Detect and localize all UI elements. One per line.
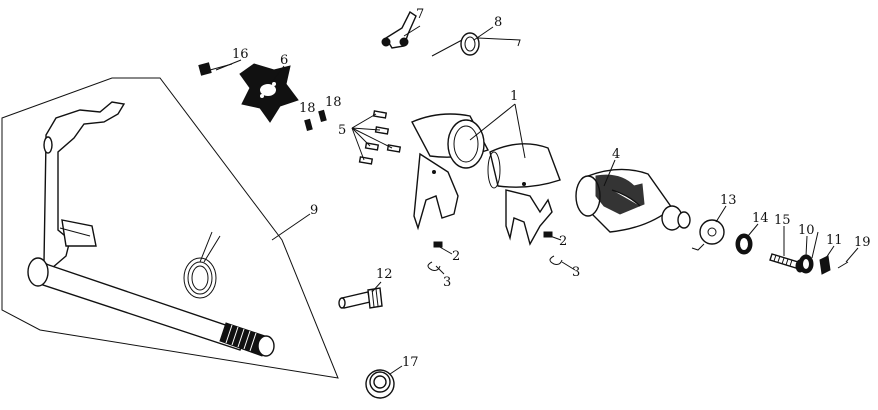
fork-pin xyxy=(433,241,443,248)
label-part-9: 9 xyxy=(310,203,318,218)
label-part-15: 15 xyxy=(774,213,791,228)
gear-shift-shaft xyxy=(27,101,275,357)
star-plate xyxy=(239,63,299,123)
label-part-4: 4 xyxy=(612,147,620,162)
label-part-2: 2 xyxy=(452,249,460,264)
neutral-switch xyxy=(819,255,831,275)
label-part-18: 18 xyxy=(325,95,342,110)
pin xyxy=(304,118,313,131)
label-part-3: 3 xyxy=(572,265,580,280)
label-part-3: 3 xyxy=(443,275,451,290)
stopper-arm xyxy=(381,10,417,49)
oil-seal xyxy=(365,369,395,399)
detent-spring xyxy=(798,231,819,274)
shift-drum xyxy=(575,168,691,233)
pivot-bolt xyxy=(338,287,383,309)
label-part-7: 7 xyxy=(416,7,424,22)
label-part-16: 16 xyxy=(232,47,249,62)
label-part-10: 10 xyxy=(798,223,815,238)
label-part-1: 1 xyxy=(510,89,518,104)
bolt xyxy=(198,62,233,76)
shift-fork-right xyxy=(487,143,561,246)
label-part-12: 12 xyxy=(376,267,393,282)
label-part-17: 17 xyxy=(402,355,419,370)
leader-lines xyxy=(215,25,859,375)
pin xyxy=(318,109,327,122)
label-part-6: 6 xyxy=(280,53,288,68)
fork-pin xyxy=(543,231,553,238)
label-part-2: 2 xyxy=(559,234,567,249)
label-part-18: 18 xyxy=(299,101,316,116)
clip xyxy=(427,261,441,271)
shift-fork-left xyxy=(411,113,489,231)
label-part-5: 5 xyxy=(338,123,346,138)
return-spring xyxy=(183,231,221,299)
label-part-8: 8 xyxy=(494,15,502,30)
shift-shaft-group-outline xyxy=(1,77,339,379)
clip xyxy=(549,255,563,265)
ring-hole xyxy=(740,238,748,250)
washer xyxy=(691,219,725,251)
label-part-13: 13 xyxy=(720,193,737,208)
small-pin xyxy=(837,261,849,269)
stopper-spring xyxy=(431,32,521,57)
label-part-11: 11 xyxy=(826,233,843,248)
dowel-pins xyxy=(358,110,402,165)
label-part-19: 19 xyxy=(854,235,871,250)
label-part-14: 14 xyxy=(752,211,769,226)
